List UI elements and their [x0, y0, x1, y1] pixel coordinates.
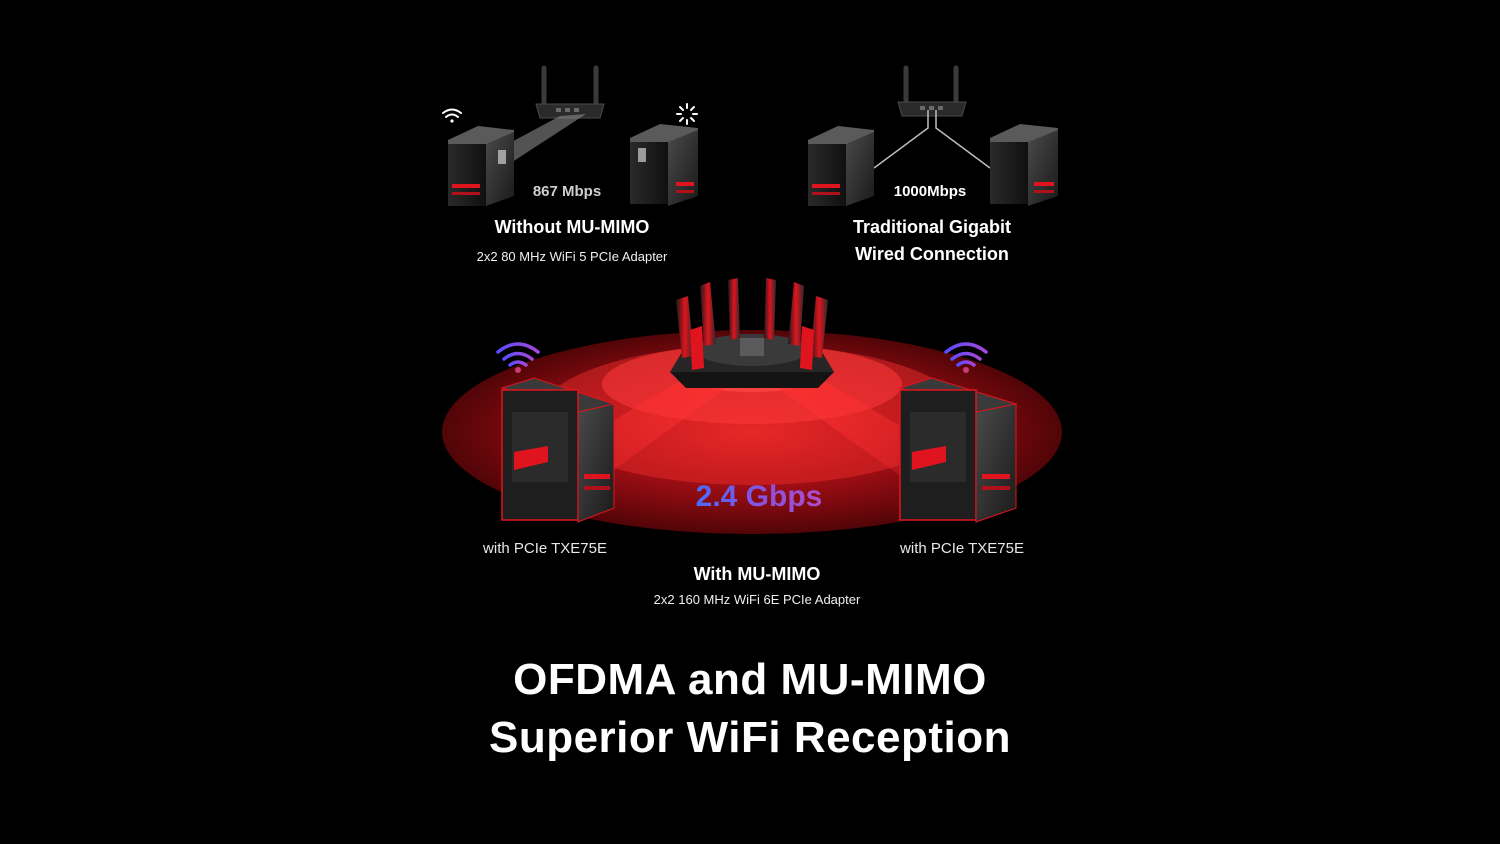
subtitle-without-mumimo: 2x2 80 MHz WiFi 5 PCIe Adapter: [476, 249, 668, 264]
wifi-icon-right: [944, 342, 988, 373]
router-wired: [897, 65, 967, 117]
pc-mumimo-left: [500, 377, 616, 523]
headline-line2: Superior WiFi Reception: [488, 713, 1012, 762]
pc-left-label: with PCIe TXE75E: [483, 540, 607, 557]
router-without-mumimo: [535, 65, 605, 119]
pc-mumimo-right: [898, 377, 1018, 523]
pc-wired-right: [990, 124, 1058, 206]
ethernet-cables: [873, 110, 991, 169]
subtitle-with-mumimo: 2x2 160 MHz WiFi 6E PCIe Adapter: [653, 592, 861, 607]
pc-wired-left: [808, 126, 874, 206]
title-without-mumimo: Without MU-MIMO: [494, 217, 650, 237]
pc-left-top: [448, 126, 514, 206]
speed-with-mumimo: 2.4 Gbps: [695, 480, 823, 513]
title-wired-line2: Wired Connection: [855, 244, 1009, 264]
beam-right: [764, 362, 944, 480]
wifi-icon: [442, 108, 462, 123]
headline-line1: OFDMA and MU-MIMO: [513, 655, 987, 704]
wifi-icon-left: [496, 342, 540, 373]
pc-right-top: [630, 124, 698, 206]
gaming-router: [670, 278, 834, 388]
title-wired-line1: Traditional Gigabit: [852, 217, 1012, 237]
loading-spinner-icon: [676, 103, 698, 125]
title-with-mumimo: With MU-MIMO: [693, 564, 821, 584]
speed-wired: 1000Mbps: [893, 183, 967, 200]
speed-without-mumimo: 867 Mbps: [532, 183, 602, 200]
pc-right-label: with PCIe TXE75E: [900, 540, 1024, 557]
